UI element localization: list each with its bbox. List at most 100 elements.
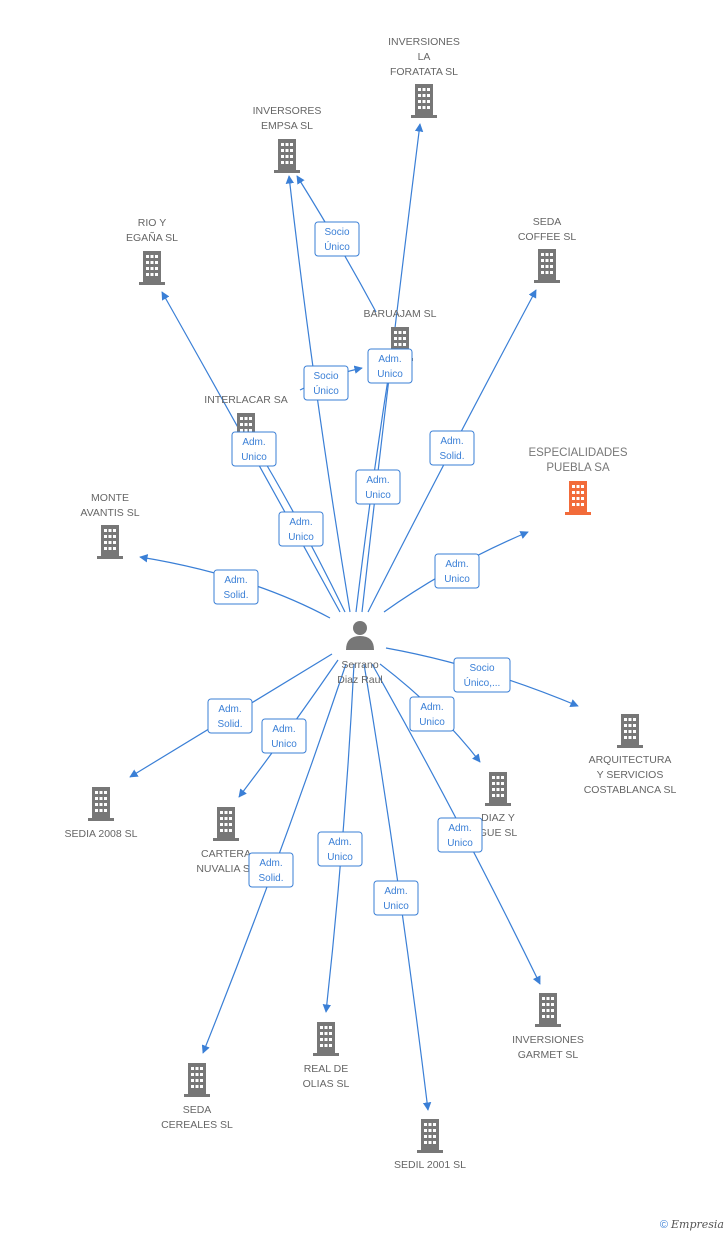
building-icon bbox=[411, 84, 437, 118]
company-node-baruajam[interactable]: BARUAJAM SL bbox=[364, 308, 437, 361]
edge-label-e-interlacar[interactable]: Adm.Unico bbox=[278, 511, 324, 547]
brand-logo[interactable]: Empresia bbox=[671, 1218, 724, 1231]
edge-label-box bbox=[207, 698, 253, 734]
edge-label-text: Adm.Unico bbox=[447, 823, 473, 849]
edge-label-box bbox=[248, 852, 294, 888]
edge-label-e-cereales[interactable]: Adm.Solid. bbox=[248, 852, 294, 888]
company-label: SEDIA 2008 SL bbox=[65, 828, 138, 840]
edge-label-box bbox=[409, 696, 455, 732]
edge-label-e-olias[interactable]: Adm.Unico bbox=[317, 831, 363, 867]
company-label: INTERLACAR SA bbox=[204, 394, 287, 406]
edge-label-e-rio[interactable]: Adm.Unico bbox=[231, 431, 277, 467]
edge-label-text: Adm.Unico bbox=[377, 354, 403, 380]
building-icon bbox=[417, 1119, 443, 1153]
edge-label-text: Adm.Unico bbox=[365, 475, 391, 501]
edge-label-text: Adm.Unico bbox=[444, 559, 470, 585]
credit: © Empresia bbox=[660, 1218, 724, 1231]
edge-label-e-sedia[interactable]: Adm.Solid. bbox=[207, 698, 253, 734]
edge-label-text: Adm.Unico bbox=[383, 886, 409, 912]
edge-label-box bbox=[437, 817, 483, 853]
edge-label-text: Adm.Unico bbox=[327, 837, 353, 863]
building-icon bbox=[617, 714, 643, 748]
edge-label-e-cartera[interactable]: Adm.Unico bbox=[261, 718, 307, 754]
edge-label-box bbox=[314, 221, 360, 257]
company-label: SEDIL 2001 SL bbox=[394, 1159, 466, 1171]
edge-label-box bbox=[317, 831, 363, 867]
edge-label-box bbox=[261, 718, 307, 754]
edge-label-box bbox=[355, 469, 401, 505]
building-icon bbox=[97, 525, 123, 559]
edge-label-box bbox=[373, 880, 419, 916]
edge-label-box bbox=[278, 511, 324, 547]
edge-label-box bbox=[367, 348, 413, 384]
edge-label-e-diaz[interactable]: Adm.Unico bbox=[409, 696, 455, 732]
edge-label-e-especialidades[interactable]: Adm.Unico bbox=[434, 553, 480, 589]
company-node-interlacar[interactable]: INTERLACAR SA bbox=[204, 394, 288, 447]
edge-label-box bbox=[303, 365, 349, 401]
building-icon bbox=[184, 1063, 210, 1097]
edge-label-text: Adm.Solid. bbox=[258, 858, 283, 884]
building-icon bbox=[139, 251, 165, 285]
person-icon bbox=[346, 621, 374, 650]
building-icon bbox=[313, 1022, 339, 1056]
edge-label-text: Adm.Unico bbox=[419, 702, 445, 728]
edges-layer bbox=[129, 123, 579, 1111]
edge-label-box bbox=[453, 657, 511, 693]
edge-label-e-sedil[interactable]: Adm.Unico bbox=[373, 880, 419, 916]
edge-label-text: Adm.Unico bbox=[241, 437, 267, 463]
building-icon bbox=[565, 481, 591, 515]
edge-label-e-foratata[interactable]: Adm.Unico bbox=[355, 469, 401, 505]
building-icon bbox=[213, 807, 239, 841]
company-label: BARUAJAM SL bbox=[364, 308, 437, 320]
edge-label-text: Adm.Solid. bbox=[223, 575, 248, 601]
building-icon bbox=[534, 249, 560, 283]
company-node-sedil-2001[interactable]: SEDIL 2001 SL bbox=[394, 1119, 466, 1171]
edge-label-text: Adm.Solid. bbox=[217, 704, 242, 730]
edge-label-e-seda-coffee[interactable]: Adm.Solid. bbox=[429, 430, 475, 466]
building-icon bbox=[274, 139, 300, 173]
edge-label-text: Adm.Solid. bbox=[439, 436, 464, 462]
edge-label-e-garmet[interactable]: Adm.Unico bbox=[437, 817, 483, 853]
edge-label-box bbox=[434, 553, 480, 589]
edge-label-e-monte[interactable]: Adm.Solid. bbox=[213, 569, 259, 605]
building-icon bbox=[88, 787, 114, 821]
company-node-sedia-2008[interactable]: SEDIA 2008 SL bbox=[65, 787, 138, 840]
edge-label-box bbox=[213, 569, 259, 605]
edge-label-e-baruajam-adm[interactable]: Adm.Unico bbox=[367, 348, 413, 384]
edge-label-text: Adm.Unico bbox=[271, 724, 297, 750]
